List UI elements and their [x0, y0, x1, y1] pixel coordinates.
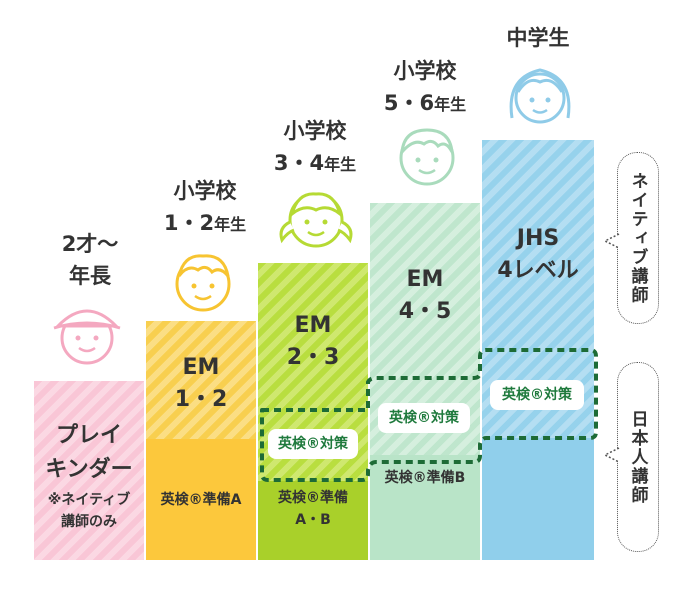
- grade-el56-suffix: 年生: [434, 95, 467, 114]
- grade-el34-num: 3・4: [273, 151, 325, 175]
- em12-title2: 1・2: [174, 387, 228, 412]
- boy-face-icon: [175, 254, 231, 312]
- grade-label-el34: 小学校 3・4年生: [260, 115, 370, 181]
- bubble-japanese-text: 日本人講師: [627, 409, 648, 505]
- grade-el12-num: 1・2: [163, 211, 215, 235]
- grade-jhs-line1: 中学生: [506, 26, 570, 50]
- em23-title1: EM: [294, 313, 332, 338]
- jhs4-title2: 4レベル: [497, 258, 579, 283]
- grade-el12-suffix: 年生: [214, 215, 247, 234]
- grade-el12-line1: 小学校: [173, 179, 237, 203]
- playkinder-note2: 講師のみ: [61, 514, 117, 530]
- grade-el56-num: 5・6: [383, 91, 435, 115]
- jhs4-badge: 英検®対策: [490, 380, 584, 410]
- bubble-japanese-teacher: 日本人講師: [617, 362, 659, 552]
- grade-label-el56: 小学校 5・6年生: [370, 55, 480, 121]
- em23-title2: 2・3: [286, 345, 340, 370]
- playkinder-note1: ※ネイティブ: [47, 492, 131, 508]
- column-playkinder: プレイ キンダー ※ネイティブ 講師のみ: [34, 381, 144, 560]
- em45-title1: EM: [406, 267, 444, 292]
- em45-title2: 4・5: [398, 299, 452, 324]
- girl-face-icon: [279, 192, 353, 248]
- grade-label-kinder: 2才〜 年長: [40, 228, 140, 292]
- grade-el34-line1: 小学校: [283, 119, 347, 143]
- column-em45: EM 4・5 英検®対策 英検®準備B: [370, 203, 480, 560]
- em45-badge: 英検®対策: [378, 403, 470, 433]
- grade-kinder-line2: 年長: [69, 264, 111, 288]
- em23-bottom2: A・B: [295, 512, 331, 528]
- em45-bottom: 英検®準備B: [384, 470, 466, 486]
- column-em23: EM 2・3 英検®対策 英検®準備 A・B: [258, 263, 368, 560]
- grade-label-jhs: 中学生: [483, 22, 593, 54]
- em12-bottom: 英検®準備A: [160, 492, 242, 508]
- jhs4-title1: JHS: [516, 226, 560, 251]
- bubble-native-teacher: ネイティブ講師: [617, 152, 659, 324]
- em12-title1: EM: [182, 355, 220, 380]
- girl-face-icon: [509, 68, 571, 124]
- kid-hat-icon: [53, 309, 121, 365]
- em23-badge: 英検®対策: [268, 429, 358, 459]
- em23-bottom1: 英検®準備: [278, 490, 348, 506]
- column-em12: EM 1・2 英検®準備A: [146, 321, 256, 560]
- bubble-native-text: ネイティブ講師: [627, 171, 648, 305]
- grade-el34-suffix: 年生: [324, 155, 357, 174]
- playkinder-title2: キンダー: [45, 457, 133, 482]
- bubble-tail-icon: [603, 233, 620, 249]
- boy-face-icon: [399, 128, 455, 186]
- column-jhs4: JHS 4レベル 英検®対策: [482, 140, 594, 560]
- bubble-tail-icon: [603, 447, 620, 463]
- playkinder-title1: プレイ: [55, 423, 122, 448]
- grade-el56-line1: 小学校: [393, 59, 457, 83]
- grade-label-el12: 小学校 1・2年生: [150, 175, 260, 241]
- grade-kinder-line1: 2才〜: [61, 232, 119, 256]
